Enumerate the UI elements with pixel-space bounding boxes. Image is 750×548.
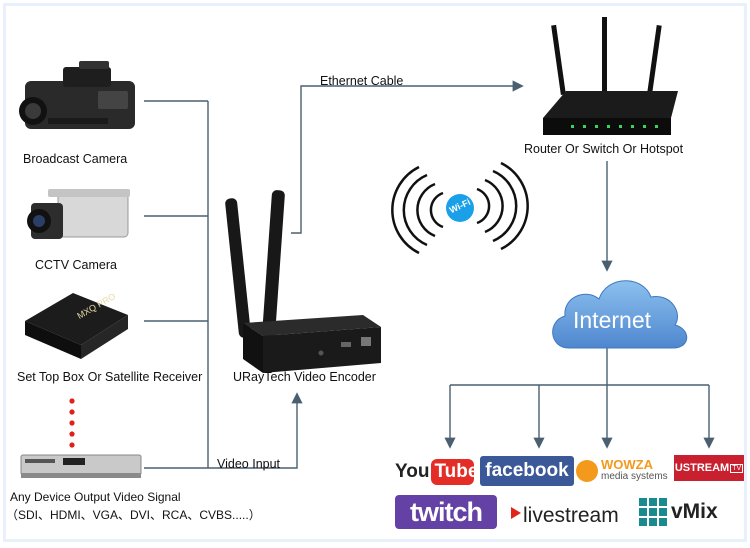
cctv-camera-icon: [27, 189, 130, 239]
ethernet-cable-arrow: [291, 80, 524, 234]
wowza-circle: [576, 460, 598, 482]
wowza-logo-name: WOWZA: [601, 457, 653, 472]
label-set-top-box: Set Top Box Or Satellite Receiver: [17, 370, 203, 384]
label-router: Router Or Switch Or Hotspot: [524, 142, 684, 156]
youtube-logo: You Tube: [395, 459, 478, 485]
facebook-logo: facebook: [485, 460, 569, 481]
facebook-shape: [480, 456, 574, 486]
label-video-input: Video Input: [217, 457, 281, 471]
diagram-canvas: Broadcast Camera CCTV Camera MXQ PRO Set…: [3, 3, 747, 542]
youtube-tube-shape: [431, 459, 474, 485]
wifi-badge: [446, 194, 474, 222]
video-input-arrow: [208, 392, 303, 469]
vmix-grid-icon: [639, 498, 667, 526]
label-cctv-camera: CCTV Camera: [35, 258, 117, 272]
dvd-player-icon: [20, 454, 142, 478]
label-signal-types: （SDI、HDMI、VGA、DVI、RCA、CVBS.....）: [6, 508, 261, 522]
twitch-logo: twitch: [410, 496, 483, 527]
wowza-logo-sub: media systems: [601, 471, 668, 482]
ustream-shape: [674, 455, 744, 481]
label-internet: Internet: [573, 307, 651, 333]
label-any-device: Any Device Output Video Signal: [10, 490, 181, 504]
connection-lines: [19, 17, 744, 529]
ustream-logo-tv: TV: [730, 463, 744, 473]
ustream-logo: USTREAM TV: [674, 455, 744, 481]
internet-cloud: [552, 280, 688, 349]
wowza-logo: WOWZA media systems: [601, 457, 668, 483]
router-icon: [543, 17, 678, 135]
video-encoder-icon: [225, 190, 381, 373]
label-video-encoder: URayTech Video Encoder: [233, 370, 376, 384]
label-ethernet-cable: Ethernet Cable: [320, 74, 404, 88]
broadcast-camera-icon: [19, 61, 135, 129]
twitch-shape: [395, 495, 497, 529]
wifi-signal-icon: [391, 161, 529, 255]
livestream-mark: [511, 507, 521, 519]
youtube-logo-you: You: [395, 461, 430, 482]
youtube-logo-tube: Tube: [434, 461, 479, 482]
livestream-logo: livestream: [523, 504, 619, 527]
ustream-logo-name: USTREAM: [674, 462, 730, 474]
set-top-box-icon: [25, 293, 128, 359]
label-broadcast-camera: Broadcast Camera: [23, 152, 128, 166]
more-devices-dots: [69, 398, 75, 448]
vmix-logo: vMix: [671, 500, 718, 523]
